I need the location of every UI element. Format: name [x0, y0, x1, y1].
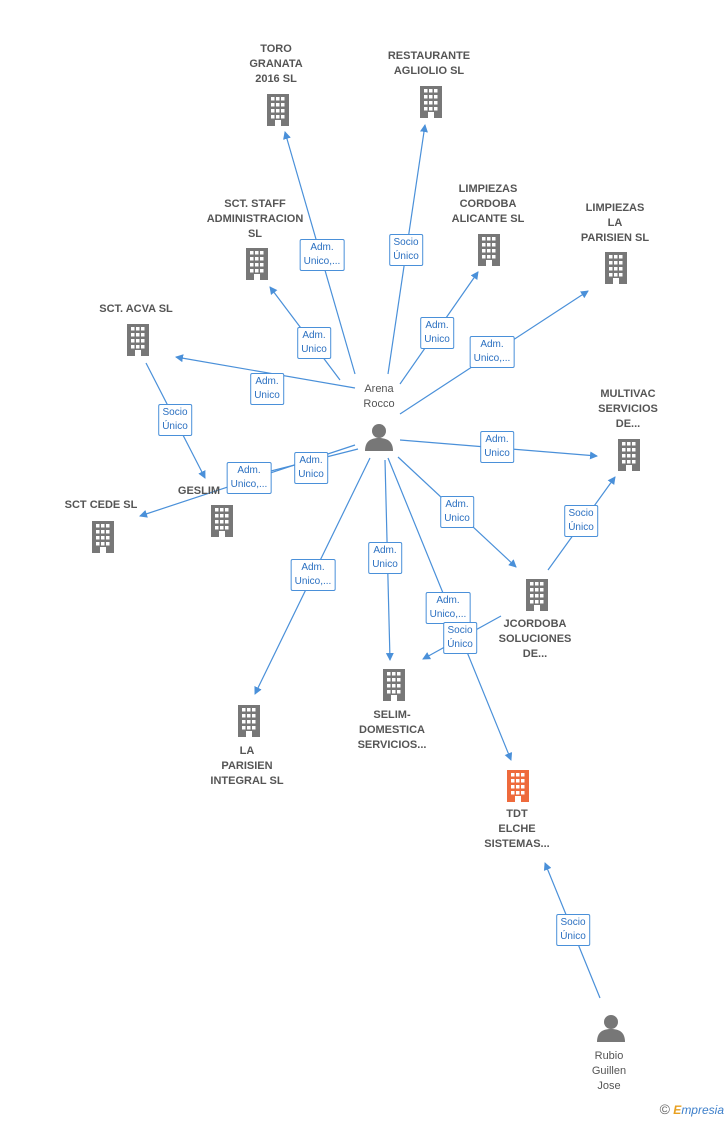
company-label-jcordoba[interactable]: JCORDOBA SOLUCIONES DE...: [498, 618, 572, 660]
company-label-multivac[interactable]: MULTIVAC SERVICIOS DE...: [598, 388, 658, 430]
person-icon[interactable]: [596, 1013, 626, 1048]
edge-label-rubio-tdt: Socio Único: [556, 914, 590, 946]
edge-arena-acva: [175, 354, 356, 389]
company-label-restaurante[interactable]: RESTAURANTE AGLIOLIO SL: [387, 50, 471, 77]
company-label-acva[interactable]: SCT. ACVA SL: [99, 303, 173, 315]
building-icon[interactable]: [265, 93, 291, 132]
edge-label-arena-jcordoba: Adm. Unico: [440, 496, 474, 528]
edge-label-arena-tdt: Adm. Unico,...: [425, 592, 471, 624]
edge-label-arena-cede: Adm. Unico,...: [226, 462, 272, 494]
building-icon[interactable]: [603, 251, 629, 290]
building-icon[interactable]: [616, 438, 642, 477]
building-icon[interactable]: [381, 668, 407, 707]
company-label-cede[interactable]: SCT CEDE SL: [64, 499, 138, 511]
company-label-selim[interactable]: SELIM- DOMESTICA SERVICIOS...: [357, 709, 427, 751]
company-label-staff[interactable]: SCT. STAFF ADMINISTRACION SL: [206, 198, 304, 240]
company-label-limpparis[interactable]: LIMPIEZAS LA PARISIEN SL: [580, 202, 650, 244]
building-icon[interactable]: [524, 578, 550, 617]
person-label-arena[interactable]: Arena Rocco: [363, 383, 395, 410]
building-icon[interactable]: [244, 247, 270, 286]
edge-label-jcordoba-multivac: Socio Único: [564, 505, 598, 537]
edge-label-arena-staff: Adm. Unico: [297, 327, 331, 359]
footer-brand[interactable]: © Empresia: [660, 1101, 724, 1117]
edge-label-arena-limpparis: Adm. Unico,...: [469, 336, 515, 368]
edge-label-acva-geslim: Socio Único: [158, 404, 192, 436]
building-icon[interactable]: [209, 504, 235, 543]
edge-label-arena-toro: Adm. Unico,...: [299, 239, 345, 271]
edge-label-jcordoba-selim: Socio Único: [443, 622, 477, 654]
company-label-geslim[interactable]: GESLIM: [177, 485, 221, 497]
building-icon[interactable]: [125, 323, 151, 362]
company-label-limpcord[interactable]: LIMPIEZAS CORDOBA ALICANTE SL: [451, 183, 525, 225]
company-label-laparis[interactable]: LA PARISIEN INTEGRAL SL: [210, 745, 284, 787]
edge-label-arena-multivac: Adm. Unico: [480, 431, 514, 463]
person-icon[interactable]: [364, 422, 394, 457]
person-label-rubio[interactable]: Rubio Guillen Jose: [591, 1050, 627, 1092]
building-icon[interactable]: [418, 85, 444, 124]
building-icon[interactable]: [236, 704, 262, 743]
edge-label-arena-laparis: Adm. Unico,...: [290, 559, 336, 591]
company-label-tdt[interactable]: TDT ELCHE SISTEMAS...: [484, 808, 550, 850]
copyright-icon: ©: [659, 1101, 670, 1117]
building-icon[interactable]: [90, 520, 116, 559]
edge-label-arena-limpcord: Adm. Unico: [420, 317, 454, 349]
building-icon[interactable]: [476, 233, 502, 272]
edge-label-arena-geslim: Adm. Unico: [294, 452, 328, 484]
brand-logo: Empresia: [673, 1103, 724, 1117]
edge-label-arena-acva: Adm. Unico: [250, 373, 284, 405]
edge-label-arena-restaurante: Socio Único: [389, 234, 423, 266]
edge-label-arena-selim: Adm. Unico: [368, 542, 402, 574]
company-label-toro[interactable]: TORO GRANATA 2016 SL: [249, 43, 303, 85]
building-icon[interactable]: [505, 769, 531, 808]
